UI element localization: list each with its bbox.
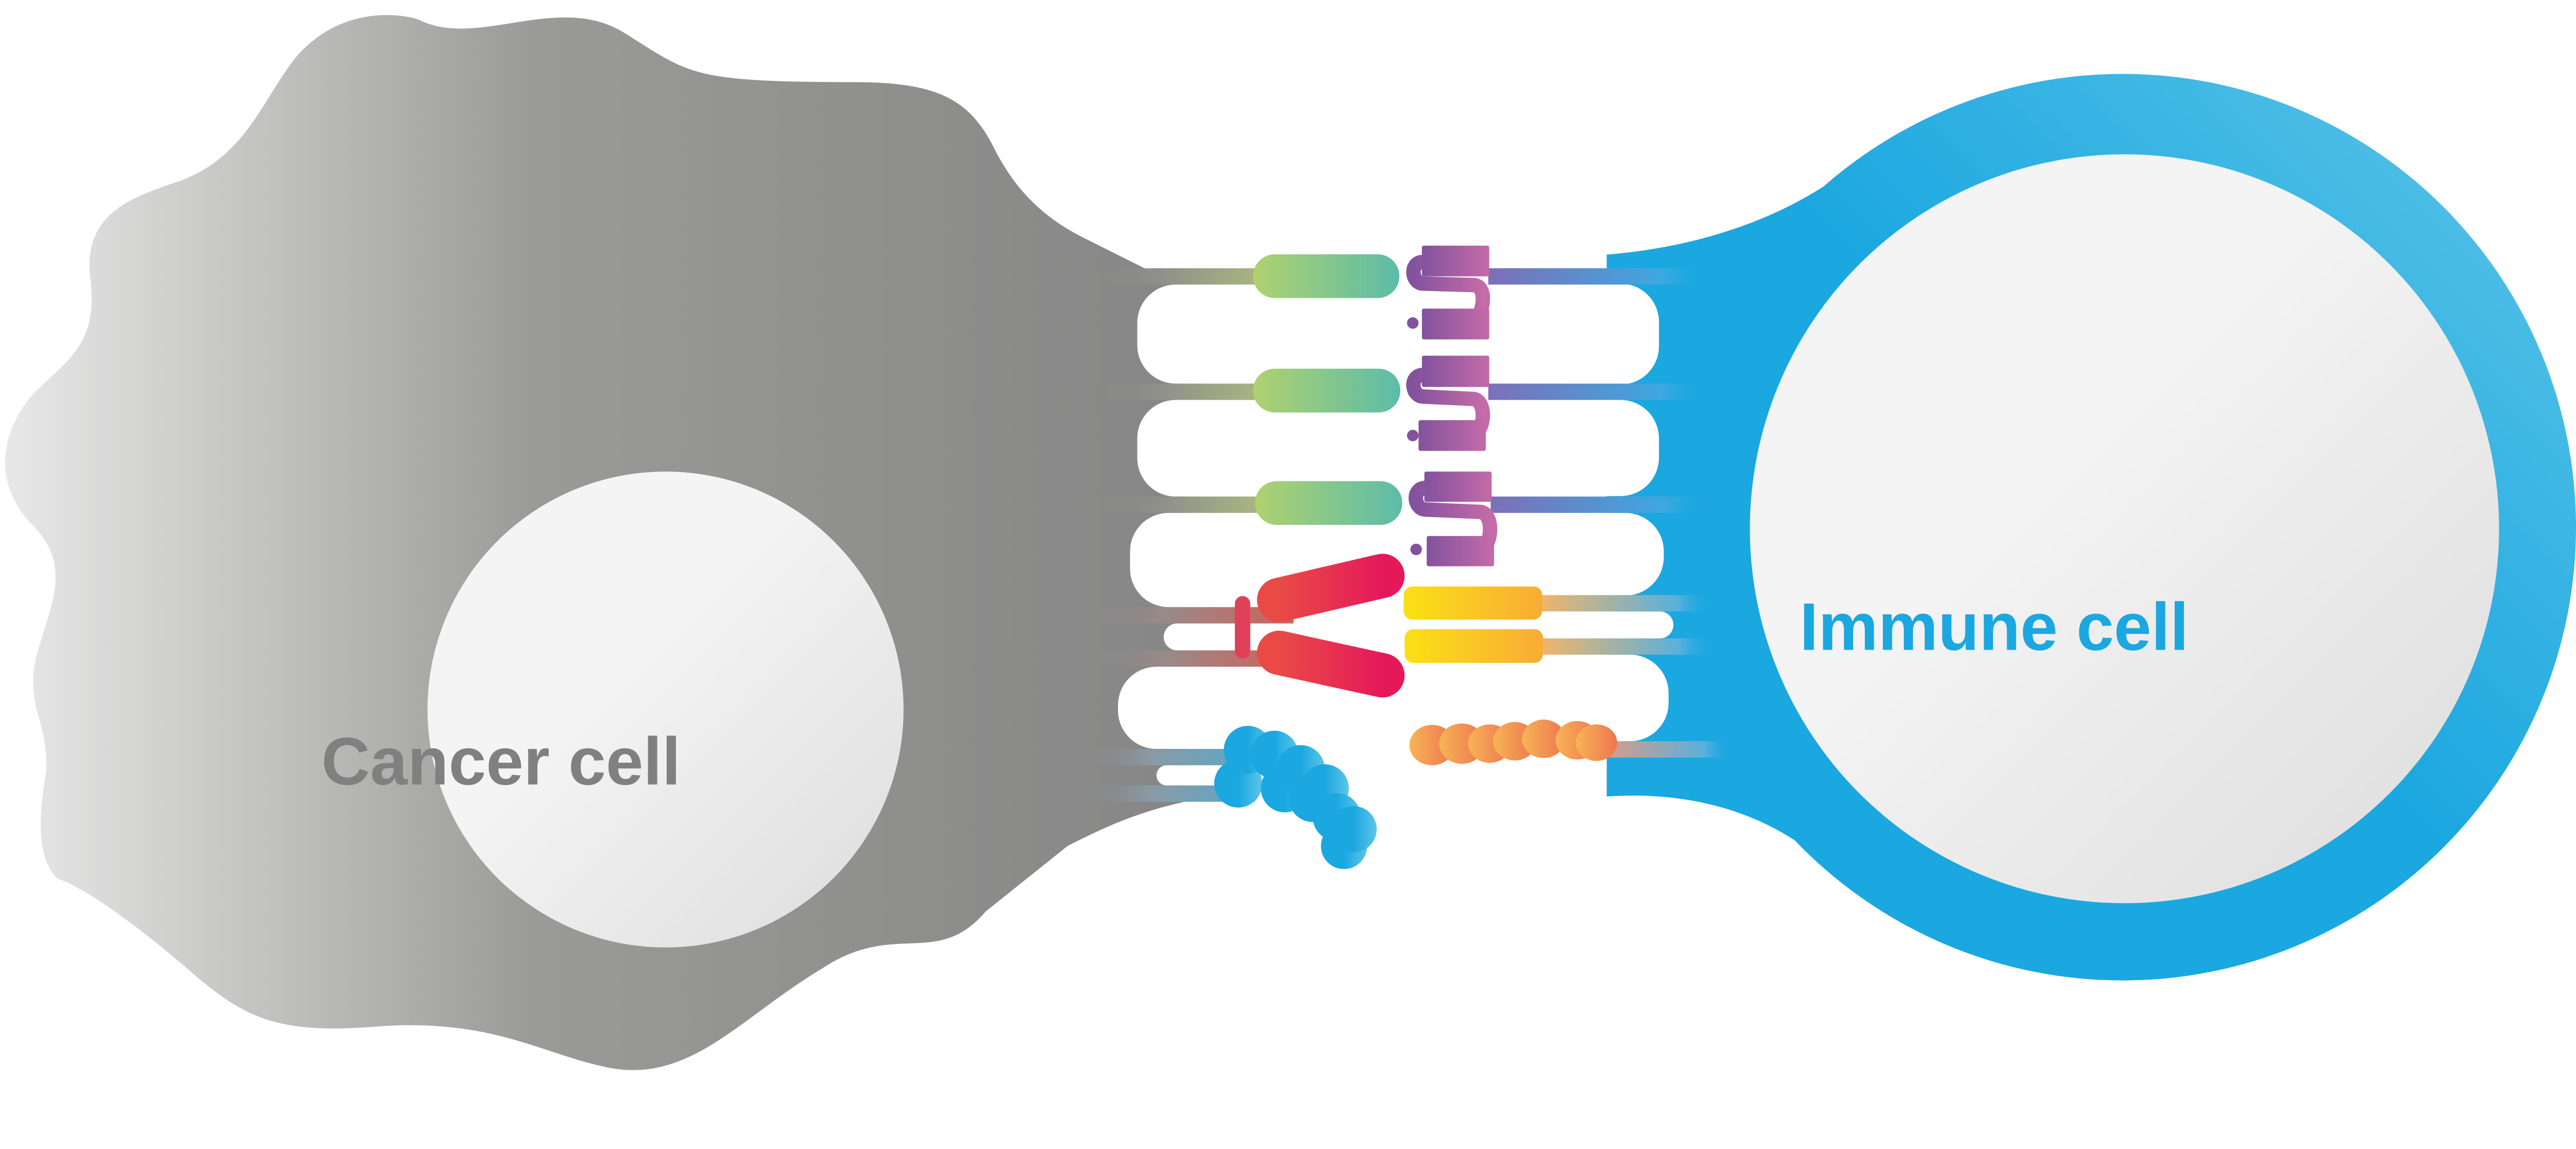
purple-receptors <box>1406 245 1498 567</box>
orange-bead-chain <box>1409 719 1617 765</box>
membrane-loops <box>1118 283 1674 786</box>
red-receptor-dimer <box>1234 554 1405 698</box>
cell-interaction-diagram: Cancer cell Immune cell <box>5 15 2576 1070</box>
cancer-cell-nucleus <box>427 471 904 948</box>
blue-bead-chain <box>1214 726 1377 869</box>
cancer-cell-label: Cancer cell <box>321 724 681 799</box>
green-receptors <box>1253 254 1402 525</box>
yellow-receptors <box>1403 586 1544 663</box>
diagram-canvas: Cancer cell Immune cell <box>5 15 2576 1070</box>
immune-cell-label: Immune cell <box>1800 589 2189 664</box>
immune-cell-nucleus <box>1750 154 2499 903</box>
